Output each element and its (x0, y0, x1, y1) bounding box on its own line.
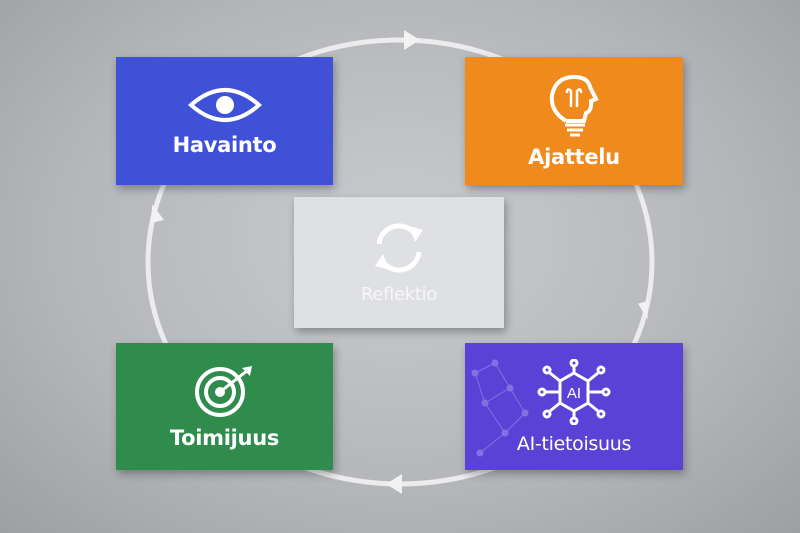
card-label: Toimijuus (169, 425, 280, 450)
arrow-head-left (150, 204, 164, 224)
card-ajattelu: Ajattelu (465, 57, 683, 185)
ai-network-icon: AI (537, 358, 611, 425)
target-arrow-icon (194, 365, 252, 417)
eye-icon (187, 88, 262, 122)
arrow-head-bottom (386, 474, 402, 494)
card-ai-tietoisuus: AI AI-tietoisuus (465, 343, 683, 470)
refresh-cycle-icon (375, 223, 423, 273)
card-havainto: Havainto (116, 57, 333, 185)
network-pattern (471, 359, 529, 457)
arrow-head-right (638, 300, 648, 320)
card-label: Reflektio (361, 284, 437, 305)
lightbulb-head-icon (549, 75, 599, 137)
card-reflektio: Reflektio (294, 197, 504, 328)
card-toimijuus: Toimijuus (116, 343, 333, 470)
card-label: Havainto (172, 133, 277, 157)
ai-icon-text: AI (567, 385, 581, 402)
card-label: AI-tietoisuus (516, 432, 632, 455)
card-label: Ajattelu (528, 145, 620, 169)
arrow-head-top (404, 30, 420, 50)
